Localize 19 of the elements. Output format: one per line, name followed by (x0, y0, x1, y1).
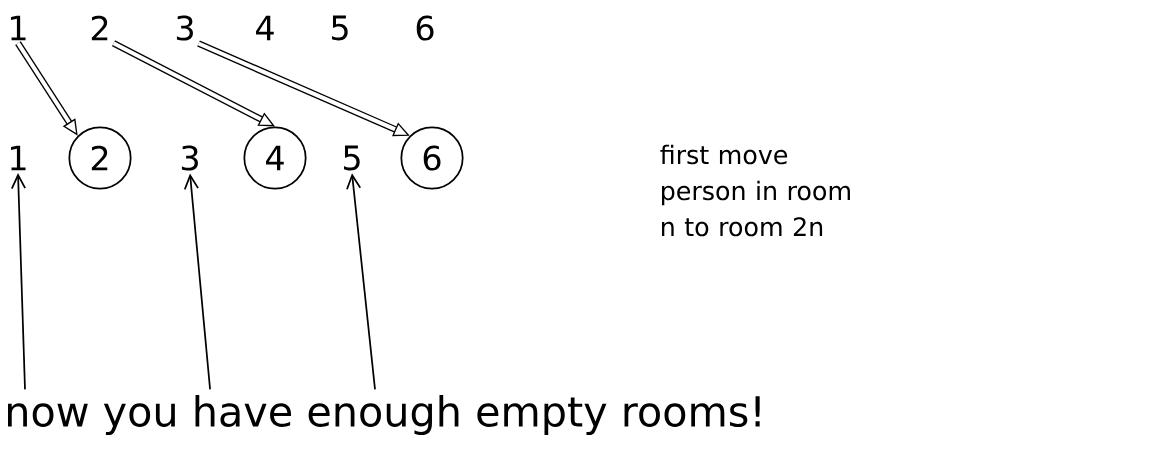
arrow (15, 41, 78, 136)
room-number: 5 (343, 145, 360, 171)
circled-room-number: 4 (243, 126, 307, 190)
arrow (112, 40, 275, 127)
room-number: 5 (331, 15, 348, 41)
note-text: first move person in room n to room 2n (660, 144, 850, 237)
arrow (346, 173, 376, 391)
circled-room-number: 6 (400, 126, 464, 190)
circled-room-number: 2 (68, 126, 132, 190)
room-number: 1 (11, 145, 26, 171)
arrow (183, 173, 211, 391)
room-number: 1 (11, 15, 26, 41)
arrow (10, 173, 27, 391)
caption-text: now you have enough empty rooms! (8, 395, 760, 435)
room-number: 4 (256, 15, 274, 41)
room-number: 2 (91, 15, 108, 41)
room-number: 3 (181, 145, 198, 171)
room-number: 6 (416, 15, 434, 41)
room-number: 3 (176, 15, 193, 41)
